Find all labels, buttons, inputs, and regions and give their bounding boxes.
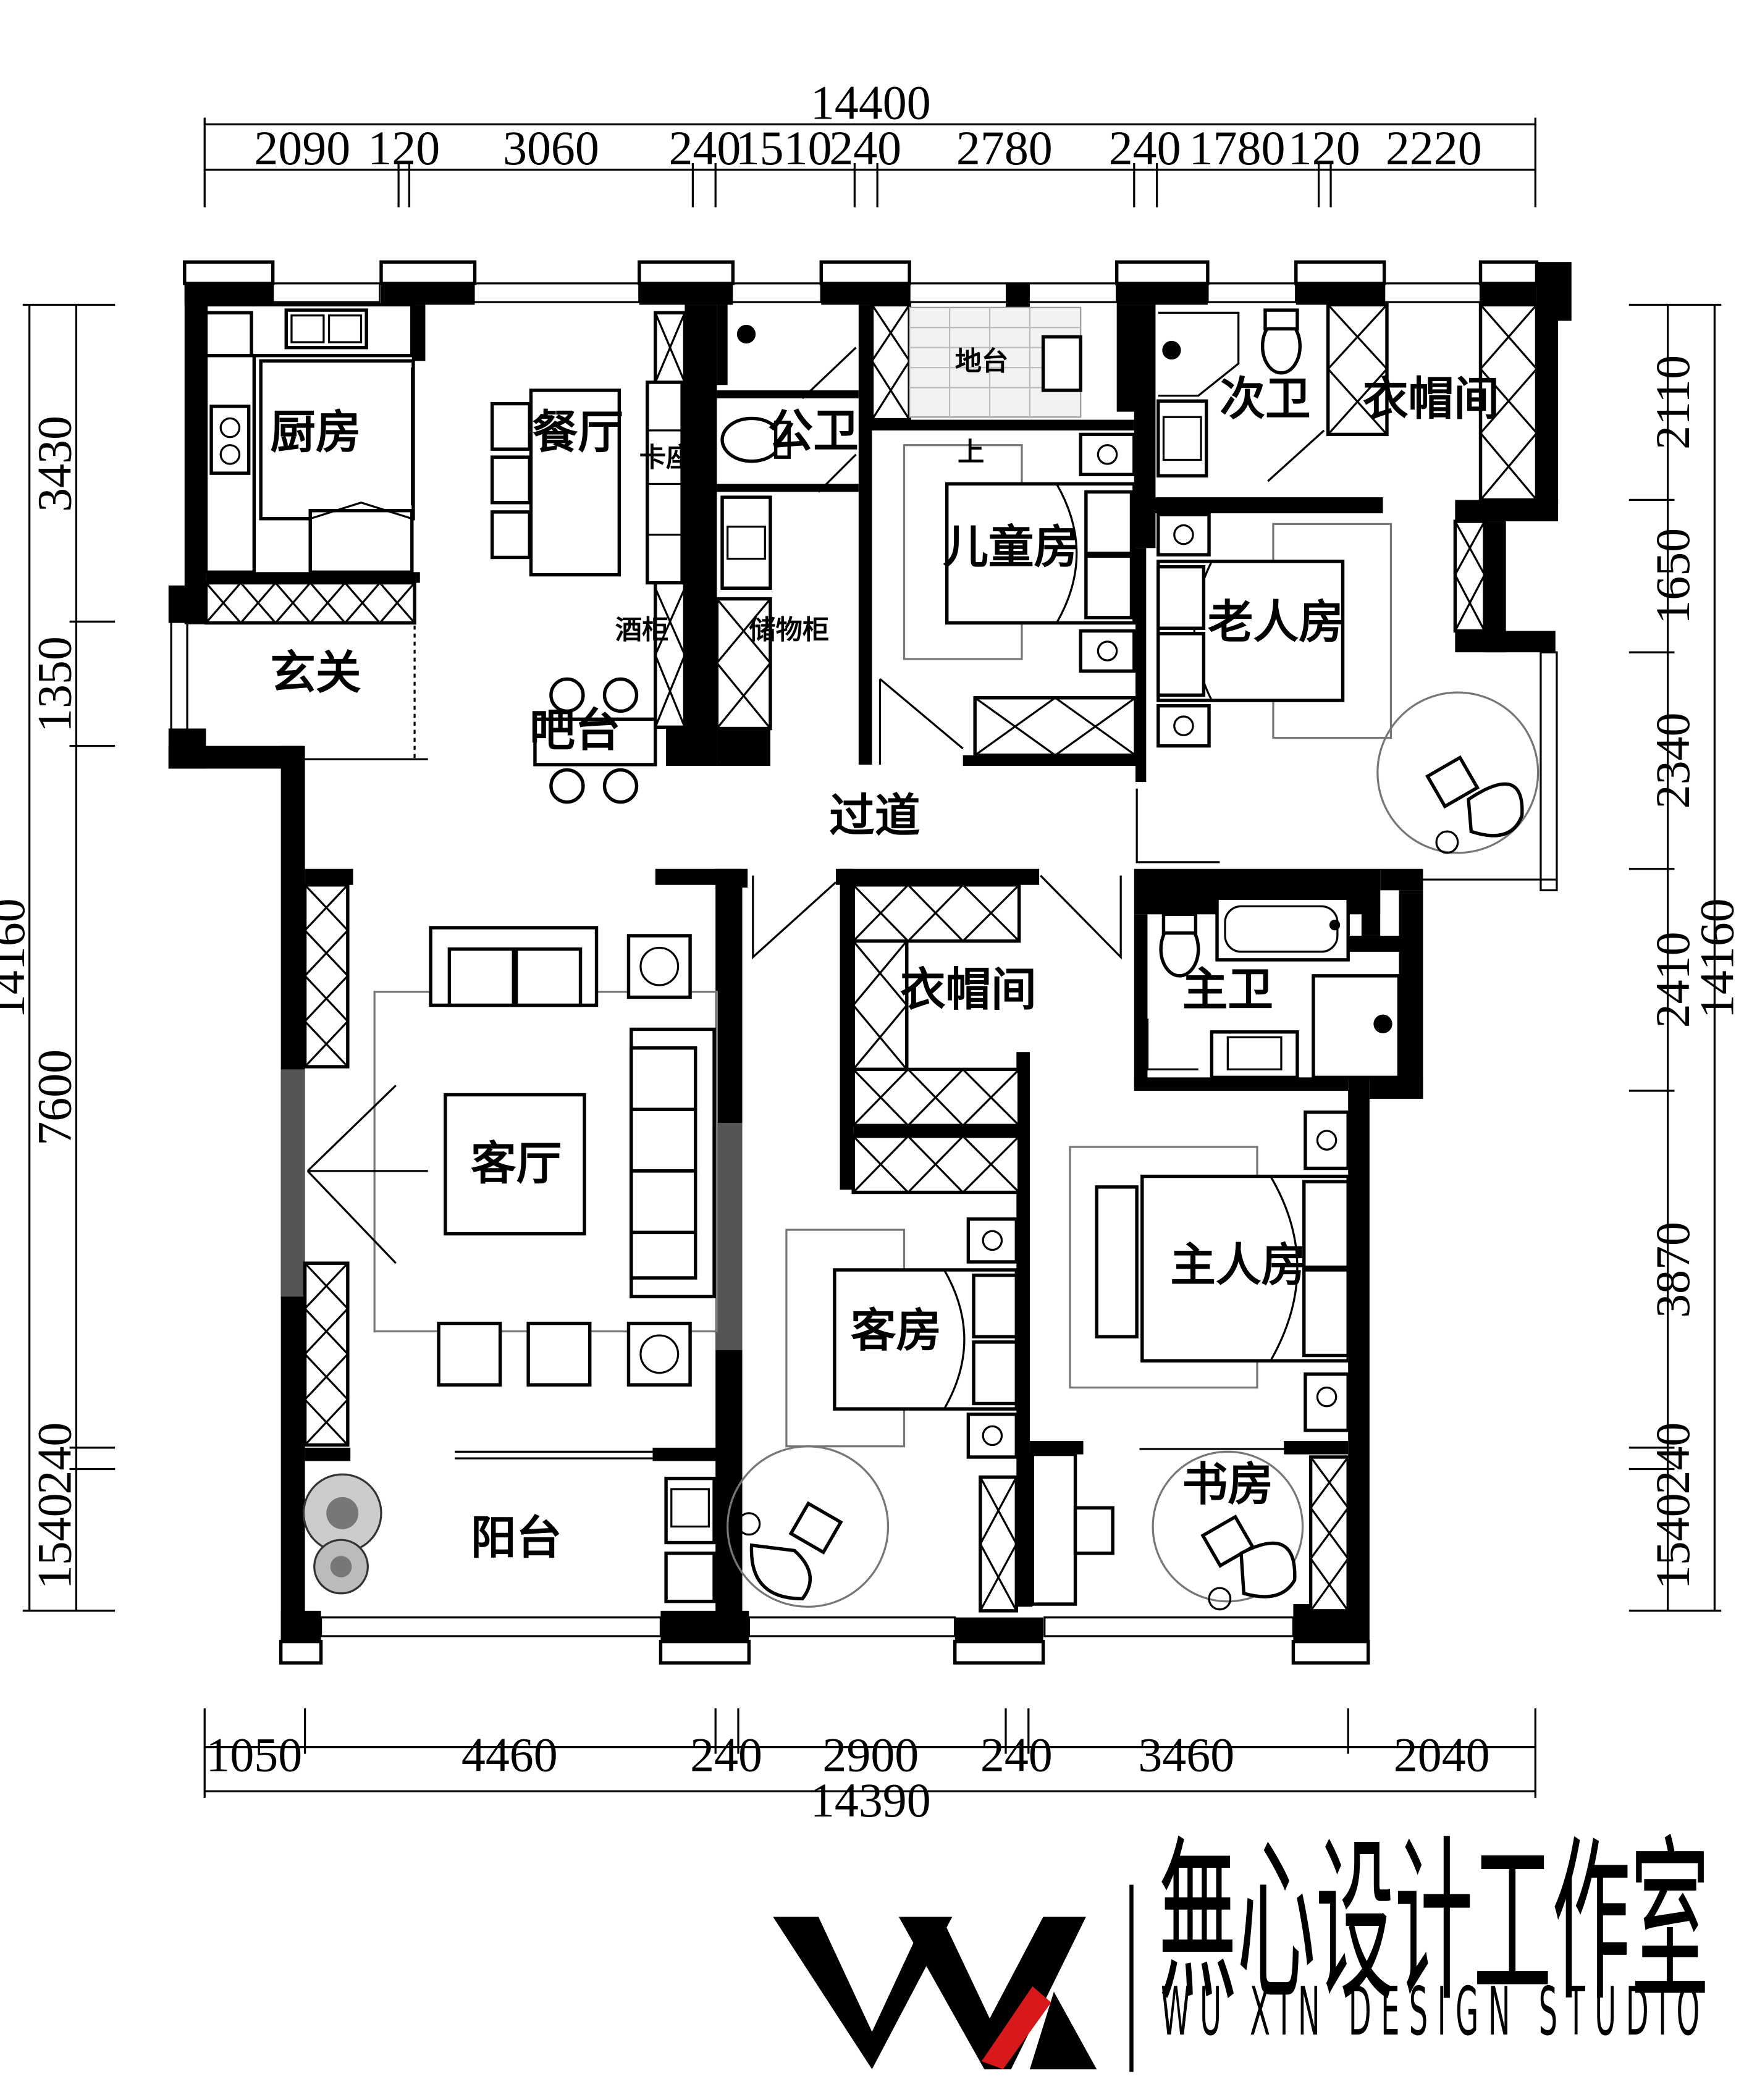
dim-top-seg: 1510	[736, 122, 832, 175]
label-balcony: 阳台	[471, 1512, 562, 1564]
label-dining: 餐厅	[533, 406, 623, 459]
label-master-bath: 主卫	[1182, 964, 1273, 1017]
label-public-bath: 公卫	[768, 405, 859, 458]
label-kids-room: 儿童房	[943, 521, 1079, 574]
walls	[168, 260, 1572, 1665]
dim-right-seg: 3870	[1646, 1222, 1700, 1318]
label-platform: 地台	[955, 346, 1009, 377]
brand-footer: 無心设计工作室 WU XIN DESIGN STUDIO	[773, 1821, 1709, 2072]
dim-top-seg: 240	[829, 122, 901, 175]
label-master-room: 主人房	[1170, 1239, 1307, 1292]
dim-right-seg: 2110	[1646, 355, 1700, 450]
brand-logo	[773, 1917, 1097, 2070]
label-banquette: 卡座	[639, 442, 693, 473]
dim-left-total: 14160	[0, 898, 35, 1018]
dim-bottom-total: 14390	[811, 1774, 931, 1827]
dim-right-total: 14160	[1691, 898, 1744, 1018]
dim-right-seg: 2410	[1646, 931, 1700, 1028]
label-corridor: 过道	[829, 790, 920, 842]
dim-top-seg: 240	[1109, 122, 1181, 175]
dim-left-seg: 1350	[28, 636, 82, 733]
cabinets	[204, 303, 1539, 1613]
label-storage-cabinet: 储物柜	[749, 615, 829, 646]
room-labels: 厨房 餐厅 卡座 公卫 地台 上 次卫 衣帽间 玄关 吧台 酒柜 储物柜 儿童房…	[270, 346, 1499, 1564]
dim-top-seg: 120	[1288, 122, 1360, 175]
label-up-mark: 上	[958, 437, 984, 468]
dim-top-seg: 120	[368, 122, 440, 175]
dim-bottom-seg: 240	[980, 1729, 1053, 1782]
dim-left-seg: 240	[28, 1422, 82, 1495]
dim-top-seg: 2220	[1386, 122, 1482, 175]
dim-bottom-seg: 240	[690, 1729, 762, 1782]
dim-top-seg: 240	[668, 122, 741, 175]
label-bar: 吧台	[529, 705, 620, 757]
dim-right-seg: 240	[1646, 1422, 1700, 1495]
label-wine-cabinet: 酒柜	[615, 615, 669, 646]
label-guest-room: 客房	[851, 1304, 942, 1357]
dim-bottom-seg: 4460	[461, 1729, 558, 1782]
dim-bottom-seg: 3460	[1138, 1729, 1234, 1782]
dim-top-seg: 3060	[503, 122, 599, 175]
dim-top-seg: 2090	[254, 122, 350, 175]
label-kitchen: 厨房	[270, 406, 361, 459]
label-closet-2: 衣帽间	[900, 964, 1037, 1017]
dim-bottom-seg: 1050	[206, 1729, 302, 1782]
label-second-bath: 次卫	[1220, 373, 1310, 426]
label-closet-1: 衣帽间	[1363, 373, 1499, 426]
dim-bottom-seg: 2040	[1394, 1729, 1490, 1782]
dim-bottom-seg: 2900	[822, 1729, 919, 1782]
brand-name-en: WU XIN DESIGN STUDIO	[1161, 1973, 1709, 2051]
dim-right-seg: 1650	[1646, 528, 1700, 624]
dim-right-seg: 1540	[1646, 1493, 1700, 1589]
dimension-lines: 14400 2090 120 3060 240 1510 240 2780 24…	[0, 77, 1744, 1828]
label-living-room: 客厅	[471, 1138, 562, 1190]
dim-left-seg: 1540	[28, 1493, 82, 1589]
dim-left-seg: 3430	[28, 416, 82, 512]
label-elder-room: 老人房	[1208, 596, 1344, 649]
dim-top-total: 14400	[811, 77, 931, 130]
brand-name-cn: 無心设计工作室	[1158, 1821, 1709, 2026]
dim-top-seg: 2780	[956, 122, 1053, 175]
dim-top-seg: 1780	[1189, 122, 1286, 175]
label-entrance: 玄关	[270, 647, 361, 700]
dim-right-seg: 2340	[1646, 713, 1700, 809]
label-study: 书房	[1182, 1458, 1273, 1511]
dim-left-seg: 7600	[28, 1049, 82, 1146]
furniture	[187, 303, 1540, 1611]
